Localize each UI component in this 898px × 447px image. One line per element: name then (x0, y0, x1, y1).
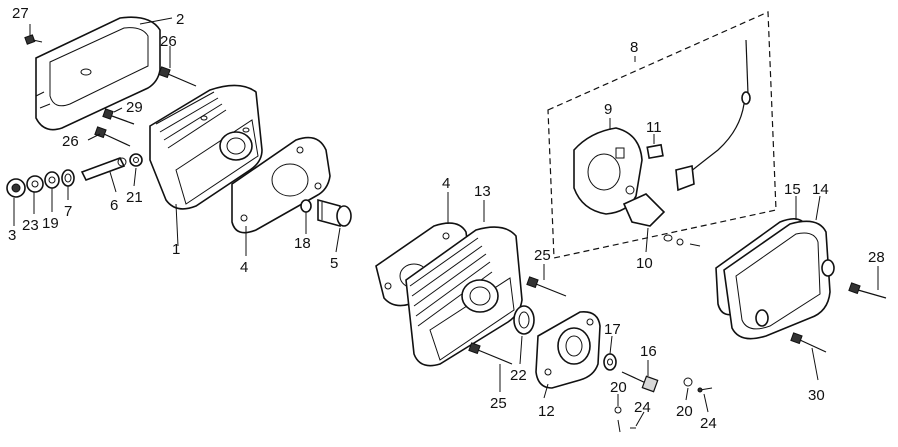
callout-4-left: 4 (240, 259, 248, 276)
part-8-cable (675, 39, 751, 192)
callout-20-right: 20 (676, 403, 693, 420)
part-6-pin (80, 157, 127, 181)
part-10-pickup (622, 185, 701, 247)
callout-26-lower: 26 (62, 133, 79, 150)
callout-8: 8 (630, 39, 638, 56)
part-11-block (646, 143, 664, 160)
callout-24-right: 24 (700, 415, 717, 432)
callout-5: 5 (330, 255, 338, 272)
part-29-bolt (102, 108, 135, 125)
part-9-plate (573, 127, 643, 215)
callout-30: 30 (808, 387, 825, 404)
part-19-washer (44, 171, 60, 189)
callout-17: 17 (604, 321, 621, 338)
callout-12: 12 (538, 403, 555, 420)
part-3-nut (6, 178, 26, 198)
callout-22: 22 (510, 367, 527, 384)
part-26-bolt-lower (94, 126, 131, 147)
callout-2: 2 (176, 11, 184, 28)
part-22-seal (513, 305, 535, 335)
callout-19: 19 (42, 215, 59, 232)
part-17-washer (603, 353, 617, 371)
leader-lines (13, 17, 879, 427)
callout-3: 3 (8, 227, 16, 244)
callout-20-center: 20 (610, 379, 627, 396)
part-18-washer (300, 199, 312, 213)
callout-1: 1 (172, 241, 180, 258)
part-30-bolt (790, 332, 827, 353)
part-23-nut (26, 175, 44, 193)
callout-29: 29 (126, 99, 143, 116)
part-8-group-outline (547, 11, 777, 259)
callout-4-center: 4 (442, 175, 450, 192)
part-2-cover (35, 16, 161, 131)
callout-16: 16 (640, 343, 657, 360)
callout-labels: 2 27 26 29 26 6 21 1 4 18 5 3 23 19 7 8 … (8, 5, 885, 432)
callout-23: 23 (22, 217, 39, 234)
part-7-seal (61, 169, 75, 187)
callout-24-center: 24 (634, 399, 651, 416)
part-26-bolt-upper (158, 66, 197, 87)
part-13-cylinder-head (405, 226, 523, 367)
callout-15: 15 (784, 181, 801, 198)
part-5-plug (317, 198, 352, 228)
part-20-washer-right (683, 377, 693, 387)
callout-11: 11 (646, 119, 662, 136)
part-24-screw-center (617, 419, 636, 433)
callout-27: 27 (12, 5, 29, 22)
callout-21: 21 (126, 189, 143, 206)
callout-28: 28 (868, 249, 885, 266)
callout-6: 6 (110, 197, 118, 214)
part-1-cylinder-head (149, 84, 263, 210)
part-12-housing (535, 310, 601, 389)
callout-25-upper: 25 (534, 247, 551, 264)
part-16-bolt (621, 371, 659, 393)
part-25-bolt-lower (468, 342, 513, 365)
callout-13: 13 (474, 183, 491, 200)
callout-14: 14 (812, 181, 829, 198)
callout-25-lower: 25 (490, 395, 507, 412)
part-21-washer (129, 153, 143, 167)
callout-10: 10 (636, 255, 653, 272)
callout-26-upper: 26 (160, 33, 177, 50)
part-27-bolt (24, 34, 43, 45)
part-4-gasket-left (231, 136, 331, 234)
callout-18: 18 (294, 235, 311, 252)
part-20-washer-center (614, 406, 622, 414)
part-25-bolt-upper (526, 276, 567, 297)
part-28-bolt (848, 282, 887, 299)
part-24-screw-right (697, 387, 713, 393)
part-14-cover-right (723, 220, 835, 340)
callout-7: 7 (64, 203, 72, 220)
callout-9: 9 (604, 101, 612, 118)
